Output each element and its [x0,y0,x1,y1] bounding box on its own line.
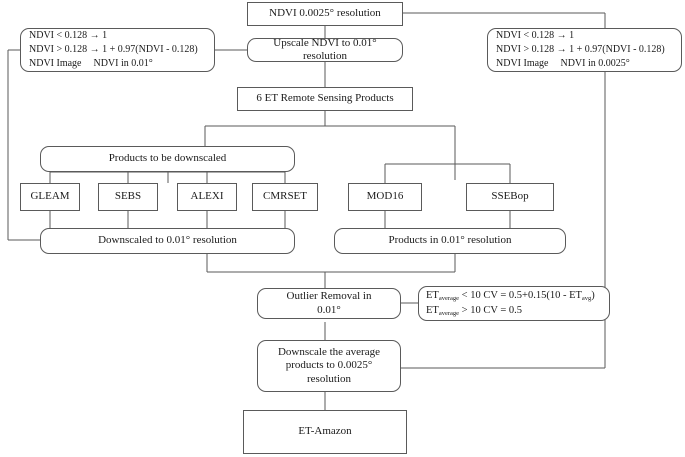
annotation-cv-formula-line2: ETaverage > 10 CV = 0.5 [426,304,602,318]
node-et-amazon-label: ET-Amazon [298,425,352,438]
node-alexi-label: ALEXI [190,190,224,203]
node-ndvi-source-label: NDVI 0.0025° resolution [269,7,381,20]
annotation-left-ndvi[interactable]: NDVI < 0.128 → 1 NDVI > 0.128 → 1 + 0.97… [20,28,215,72]
annotation-right-ndvi[interactable]: NDVI < 0.128 → 1 NDVI > 0.128 → 1 + 0.97… [487,28,682,72]
cv-line2-post: > 10 CV = 0.5 [459,304,523,316]
annotation-left-ndvi-line3-b: NDVI in 0.01° [93,57,153,69]
node-sebs[interactable]: SEBS [98,183,158,211]
annotation-left-ndvi-line1: NDVI < 0.128 → 1 [29,30,108,42]
node-gleam-label: GLEAM [30,190,70,203]
cv-line2-pre: ET [426,304,439,316]
node-cmrset[interactable]: CMRSET [252,183,318,211]
node-downscaled-001-label: Downscaled to 0.01° resolution [98,234,237,247]
node-six-et-products[interactable]: 6 ET Remote Sensing Products [237,87,413,111]
cv-line1-sub2: avg [581,295,592,303]
node-outlier-removal-line1: Outlier Removal in [286,290,372,303]
node-cmrset-label: CMRSET [262,190,307,203]
cv-line1-pre: ET [426,290,439,302]
node-ndvi-source[interactable]: NDVI 0.0025° resolution [247,2,403,26]
node-downscaled-001[interactable]: Downscaled to 0.01° resolution [40,228,295,254]
annotation-cv-formula-line1: ETaverage < 10 CV = 0.5+0.15(10 - ETavg) [426,289,602,303]
node-downscale-average-line2: products to 0.0025° [285,359,373,372]
node-ssebop[interactable]: SSEBop [466,183,554,211]
node-products-001-label: Products in 0.01° resolution [388,234,512,247]
node-downscale-average[interactable]: Downscale the average products to 0.0025… [257,340,401,392]
annotation-right-ndvi-line2: NDVI > 0.128 → 1 + 0.97(NDVI - 0.128) [496,44,665,56]
annotation-right-ndvi-line3: NDVI Image NDVI in 0.0025° [496,57,673,71]
node-six-et-products-label: 6 ET Remote Sensing Products [256,92,394,105]
annotation-cv-formula[interactable]: ETaverage < 10 CV = 0.5+0.15(10 - ETavg)… [418,286,610,321]
annotation-left-ndvi-line2: NDVI > 0.128 → 1 + 0.97(NDVI - 0.128) [29,44,198,56]
node-upscale-ndvi[interactable]: Upscale NDVI to 0.01° resolution [247,36,403,62]
node-sebs-label: SEBS [114,190,142,203]
node-ssebop-label: SSEBop [491,190,529,203]
node-alexi[interactable]: ALEXI [177,183,237,211]
annotation-right-ndvi-line1: NDVI < 0.128 → 1 [496,30,575,42]
node-products-to-downscale[interactable]: Products to be downscaled [40,146,295,172]
cv-line2-sub: average [438,309,460,317]
node-downscale-average-line3: resolution [307,372,351,385]
annotation-left-ndvi-line3: NDVI Image NDVI in 0.01° [29,57,206,71]
annotation-right-ndvi-line3-a: NDVI Image [496,57,549,69]
cv-line1-end: ) [591,290,595,302]
node-mod16[interactable]: MOD16 [348,183,422,211]
node-downscale-average-line1: Downscale the average [277,345,380,358]
node-et-amazon[interactable]: ET-Amazon [243,410,407,454]
annotation-right-ndvi-line3-b: NDVI in 0.0025° [560,57,630,69]
cv-line1-sub: average [438,295,460,303]
node-outlier-removal[interactable]: Outlier Removal in 0.01° [257,288,401,319]
node-products-001[interactable]: Products in 0.01° resolution [334,228,566,254]
cv-line1-post: < 10 CV = 0.5+0.15(10 - ET [459,290,582,302]
node-products-to-downscale-label: Products to be downscaled [108,152,227,165]
annotation-left-ndvi-line3-a: NDVI Image [29,57,82,69]
node-outlier-removal-line2: 0.01° [317,303,341,316]
node-gleam[interactable]: GLEAM [20,183,80,211]
node-mod16-label: MOD16 [366,190,404,203]
node-upscale-ndvi-label: Upscale NDVI to 0.01° resolution [273,36,377,62]
